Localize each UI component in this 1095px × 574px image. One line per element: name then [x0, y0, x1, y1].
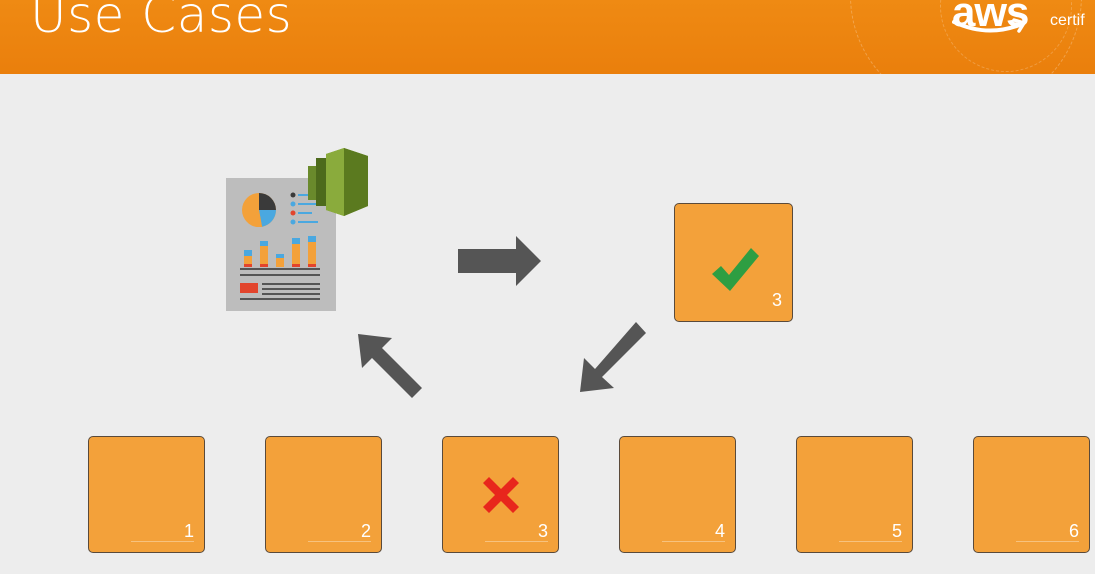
aws-smile-icon: [952, 18, 1026, 33]
checkmark-icon: [712, 248, 759, 291]
record-card: 6: [973, 436, 1090, 553]
record-card: 1: [88, 436, 205, 553]
record-card: 4: [619, 436, 736, 553]
card-number: 5: [891, 521, 902, 541]
report-document-icon: [226, 148, 368, 311]
record-card: 2: [265, 436, 382, 553]
slide-header: Use Cases aws certif: [0, 0, 1095, 74]
card-number: 6: [1068, 521, 1079, 541]
arrow-right-icon: [458, 236, 541, 286]
card-number: 3: [537, 521, 548, 541]
record-card: 5: [796, 436, 913, 553]
arrow-down-left-icon: [580, 322, 646, 392]
card-number: 2: [360, 521, 371, 541]
card-number: 1: [183, 521, 194, 541]
card-divider: [1016, 541, 1079, 542]
aws-logo-subtext: certif: [1050, 12, 1085, 29]
card-divider: [131, 541, 194, 542]
card-divider: [839, 541, 902, 542]
card-divider: [485, 541, 548, 542]
arrow-up-left-icon: [358, 334, 422, 398]
card-number: 4: [714, 521, 725, 541]
processed-card: 3: [674, 203, 793, 322]
kinesis-stream-icon: [308, 148, 368, 216]
card-divider: [308, 541, 371, 542]
cross-icon: [483, 477, 519, 513]
card-number: 3: [771, 290, 782, 310]
card-divider: [662, 541, 725, 542]
aws-logo: aws certif: [952, 0, 1095, 48]
record-card: 3: [442, 436, 559, 553]
slide-title: Use Cases: [30, 0, 293, 44]
